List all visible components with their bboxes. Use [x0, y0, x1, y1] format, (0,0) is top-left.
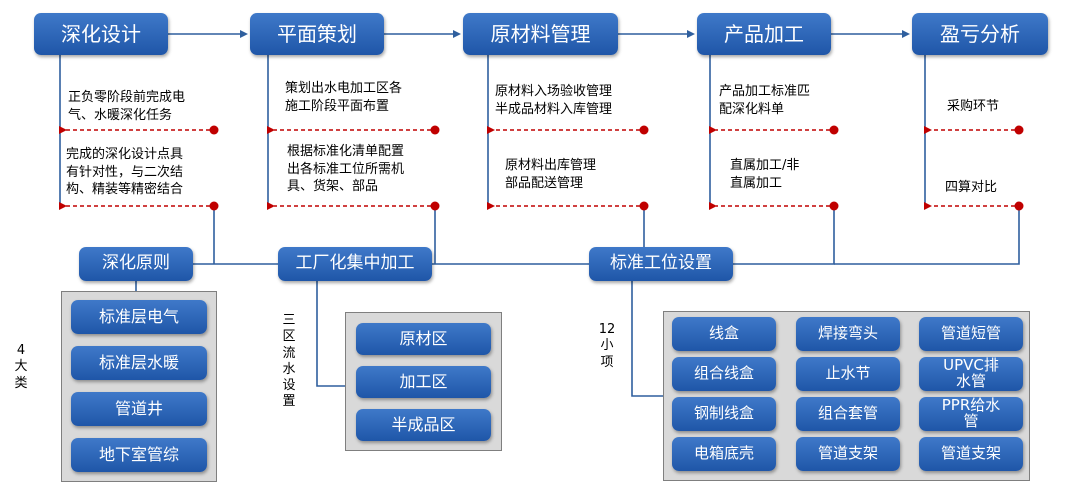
grid-item-r2-c1[interactable]: 组合线盒 — [672, 357, 776, 391]
category-label: 工厂化集中加工 — [295, 253, 415, 274]
item-pipe-shaft[interactable]: 管道井 — [71, 392, 207, 426]
red-dot-s4-2 — [829, 201, 839, 211]
red-dot-s2-1 — [430, 125, 440, 135]
grid-item-r1-c1[interactable]: 线盒 — [672, 317, 776, 351]
note-s3-bottom: 原材料出库管理部品配送管理 — [505, 158, 597, 191]
note-s2-bottom: 根据标准化清单配置出各标准工位所需机具、货架、部品 — [287, 144, 405, 195]
red-dot-s1-2 — [209, 201, 219, 211]
grid-item-r4-c2[interactable]: 管道支架 — [796, 437, 900, 471]
grid-item-r2-c3[interactable]: UPVC排水管 — [919, 357, 1023, 391]
red-dot-s3-1 — [639, 125, 649, 135]
note-s1-bottom: 完成的深化设计点具有针对性，与二次结构、精装等精密结合 — [66, 147, 184, 198]
grid-item-r1-c2[interactable]: 焊接弯头 — [796, 317, 900, 351]
category-label: 深化原则 — [102, 253, 170, 274]
red-dot-s5-2 — [1014, 201, 1024, 211]
grid-item-r4-c3[interactable]: 管道支架 — [919, 437, 1023, 471]
stage-label: 深化设计 — [61, 21, 141, 46]
stage-box-plane-planning[interactable]: 平面策划 — [250, 13, 384, 55]
note-s4-bottom: 直属加工/非直属加工 — [730, 158, 800, 191]
category-label: 标准工位设置 — [610, 253, 712, 274]
stage-box-processing[interactable]: 产品加工 — [697, 13, 831, 55]
stage-box-raw-material[interactable]: 原材料管理 — [463, 13, 618, 55]
note-s5-top: 采购环节 — [947, 99, 1000, 114]
grid-item-r2-c2[interactable]: 止水节 — [796, 357, 900, 391]
note-s4-top: 产品加工标准匹配深化料单 — [719, 84, 811, 117]
item-standard-floor-electrical[interactable]: 标准层电气 — [71, 300, 207, 334]
grid-item-r3-c2[interactable]: 组合套管 — [796, 397, 900, 431]
dashed-arrows — [59, 126, 1015, 210]
grid-item-r4-c1[interactable]: 电箱底壳 — [672, 437, 776, 471]
drop-line-5 — [834, 206, 1020, 265]
item-processing-zone[interactable]: 加工区 — [356, 366, 491, 398]
note-s2-top: 策划出水电加工区各施工阶段平面布置 — [285, 81, 403, 114]
red-dot-s3-2 — [639, 201, 649, 211]
grid-item-r3-c1[interactable]: 钢制线盒 — [672, 397, 776, 431]
note-s5-bottom: 四算对比 — [945, 180, 998, 195]
item-semi-finished-zone[interactable]: 半成品区 — [356, 409, 491, 441]
red-dot-s1-1 — [209, 125, 219, 135]
label-three-zones: 三区流 水设置 — [282, 313, 296, 410]
red-dot-s4-1 — [829, 125, 839, 135]
grid-item-r3-c3[interactable]: PPR给水管 — [919, 397, 1023, 431]
stage-box-profit-analysis[interactable]: 盈亏分析 — [912, 13, 1048, 55]
stage-label: 盈亏分析 — [940, 21, 1020, 46]
note-s1-top: 正负零阶段前完成电气、水暖深化任务 — [68, 90, 186, 123]
stage-label: 原材料管理 — [490, 21, 591, 46]
category-factory-processing[interactable]: 工厂化集中加工 — [278, 247, 432, 281]
cat3-to-panel — [631, 281, 663, 397]
stage-label: 平面策划 — [277, 21, 357, 46]
tree-connectors — [135, 206, 1020, 397]
stage-label: 产品加工 — [724, 21, 804, 46]
stage-box-deepening-design[interactable]: 深化设计 — [34, 13, 168, 55]
category-standard-station[interactable]: 标准工位设置 — [589, 247, 733, 281]
grid-item-r1-c3[interactable]: 管道短管 — [919, 317, 1023, 351]
cat2-to-panel — [316, 281, 345, 387]
note-s3-top: 原材料入场验收管理半成品材料入库管理 — [495, 84, 613, 117]
red-dots — [209, 125, 1024, 211]
item-standard-floor-hvac[interactable]: 标准层水暖 — [71, 346, 207, 380]
item-basement-pipe[interactable]: 地下室管综 — [71, 438, 207, 472]
item-raw-material-zone[interactable]: 原材区 — [356, 323, 491, 355]
red-dot-s2-2 — [430, 201, 440, 211]
category-deepening-principle[interactable]: 深化原则 — [79, 247, 193, 281]
red-dot-s5-1 — [1014, 125, 1024, 135]
drop-line-4 — [733, 206, 835, 265]
